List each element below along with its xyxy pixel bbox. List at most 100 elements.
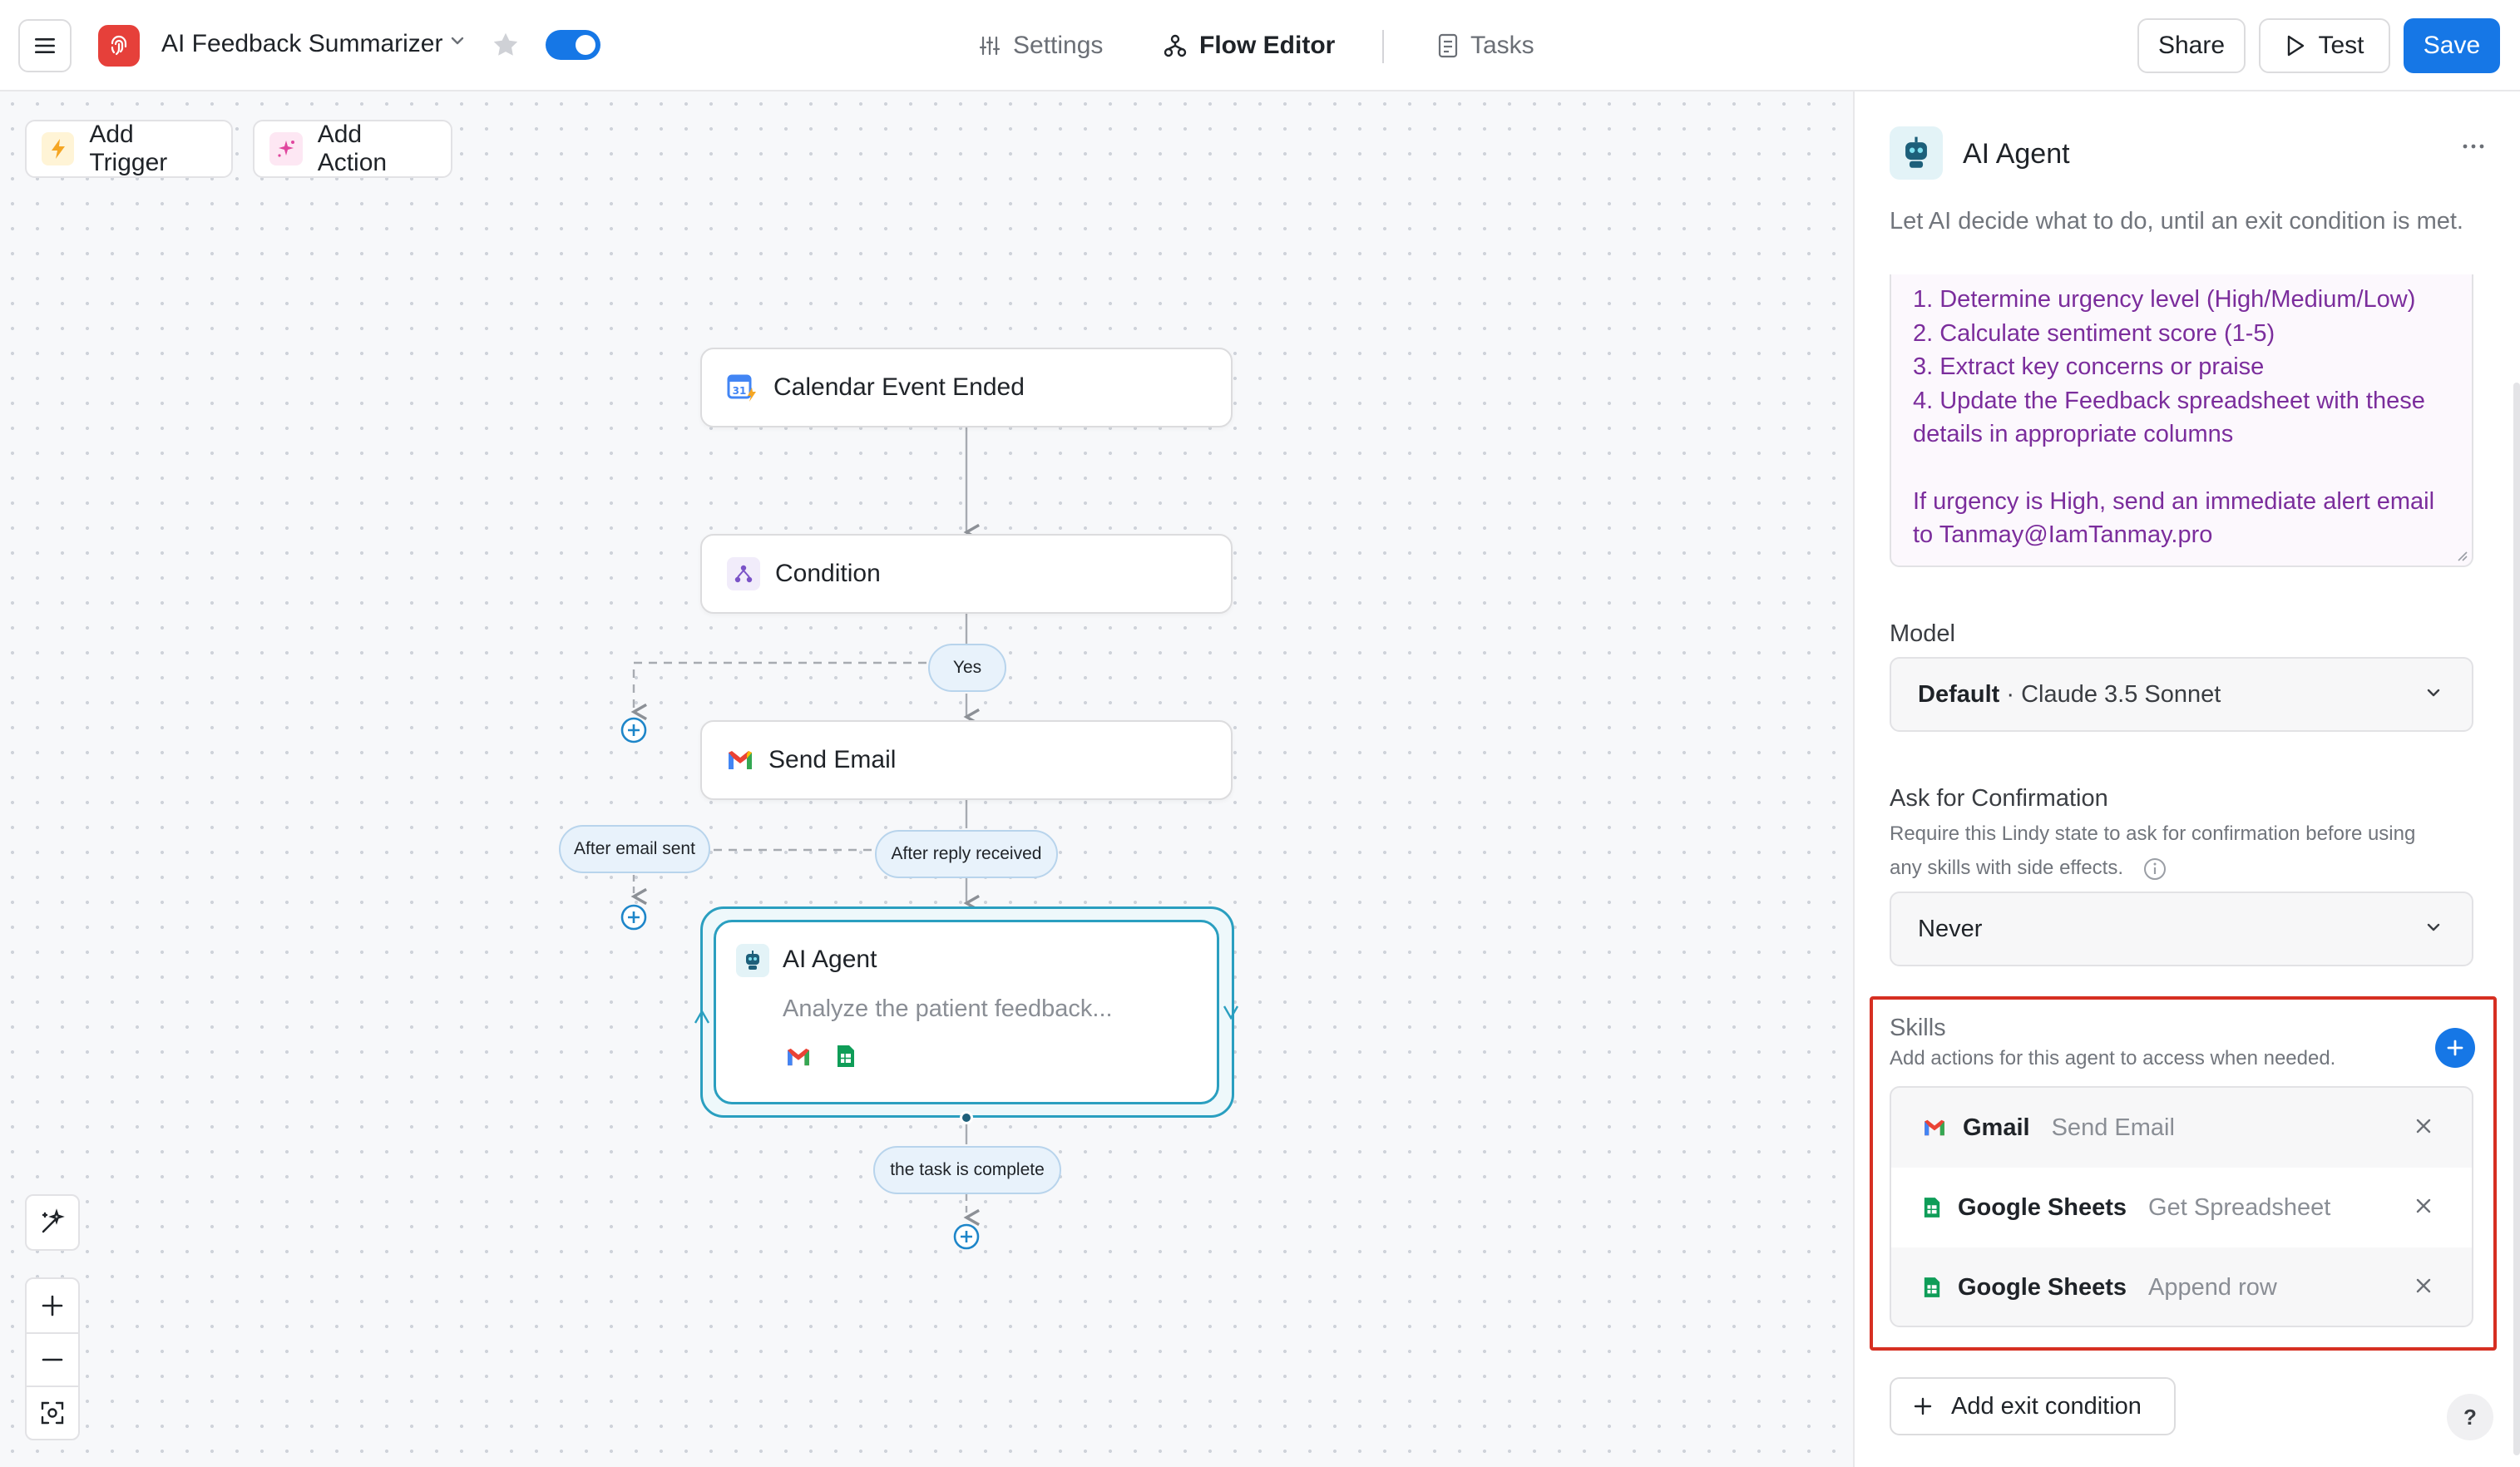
skills-label: Skills bbox=[1890, 1015, 1946, 1041]
tab-flow-editor-label: Flow Editor bbox=[1199, 32, 1336, 59]
model-value: · Claude 3.5 Sonnet bbox=[1999, 680, 2221, 708]
fingerprint-icon bbox=[111, 35, 127, 56]
tab-tasks-label: Tasks bbox=[1470, 32, 1534, 59]
node-agent-title: AI Agent bbox=[783, 946, 877, 973]
edge-label-after-email-sent[interactable]: After email sent bbox=[559, 825, 710, 873]
test-button[interactable]: Test bbox=[2259, 18, 2390, 73]
test-button-label: Test bbox=[2318, 32, 2364, 59]
resize-handle-icon[interactable] bbox=[2455, 549, 2468, 562]
close-icon[interactable] bbox=[2414, 1196, 2434, 1216]
skills-list: Gmail Send Email Google Sheets Get Sprea… bbox=[1890, 1086, 2473, 1327]
prompt-line: 2. Calculate sentiment score (1-5) bbox=[1913, 319, 2275, 347]
edge-label-yes[interactable]: Yes bbox=[928, 644, 1006, 692]
app-title[interactable]: AI Feedback Summarizer bbox=[161, 30, 443, 57]
prompt-line: If urgency is High, send an immediate al… bbox=[1913, 487, 2435, 515]
skill-item[interactable]: Gmail Send Email bbox=[1891, 1088, 2472, 1168]
skill-app-name: Gmail bbox=[1963, 1114, 2030, 1141]
model-value-strong: Default bbox=[1918, 680, 2000, 708]
plus-icon bbox=[1914, 1397, 1932, 1415]
chevron-down-icon bbox=[2427, 689, 2440, 697]
skill-item[interactable]: Google Sheets Get Spreadsheet bbox=[1891, 1168, 2472, 1247]
google-sheets-icon bbox=[1924, 1198, 1940, 1218]
edge-label-after-reply-received[interactable]: After reply received bbox=[875, 830, 1058, 878]
node-calendar-event-ended[interactable]: 31 Calendar Event Ended bbox=[700, 348, 1233, 427]
confirmation-help-line: Require this Lindy state to ask for conf… bbox=[1890, 822, 2416, 845]
close-icon[interactable] bbox=[2414, 1116, 2434, 1136]
edge-label-task-complete[interactable]: the task is complete bbox=[873, 1146, 1061, 1194]
add-action-button[interactable]: Add Action bbox=[253, 120, 452, 178]
node-agent-subtitle: Analyze the patient feedback... bbox=[783, 995, 1113, 1022]
skill-app-name: Google Sheets bbox=[1958, 1193, 2127, 1221]
auto-layout-button[interactable] bbox=[25, 1194, 80, 1251]
tab-flow-editor[interactable]: Flow Editor bbox=[1163, 25, 1335, 67]
flow-canvas[interactable]: Add Trigger Add Action bbox=[0, 91, 1855, 1467]
model-select[interactable]: Default · Claude 3.5 Sonnet bbox=[1890, 657, 2473, 732]
fit-view-button[interactable] bbox=[27, 1386, 78, 1439]
add-step-icon[interactable] bbox=[620, 717, 647, 743]
connection-handle[interactable] bbox=[960, 1111, 973, 1124]
robot-icon bbox=[1890, 126, 1943, 180]
branch-icon bbox=[727, 557, 760, 590]
share-button-label: Share bbox=[2157, 32, 2226, 59]
chevron-down-icon[interactable] bbox=[449, 35, 466, 47]
add-step-icon[interactable] bbox=[953, 1223, 980, 1250]
confirmation-help-line: any skills with side effects. bbox=[1890, 851, 2415, 885]
tab-settings-label: Settings bbox=[1013, 32, 1104, 59]
node-send-email[interactable]: Send Email bbox=[700, 720, 1233, 800]
gmail-icon bbox=[729, 751, 752, 769]
svg-text:31: 31 bbox=[733, 385, 747, 397]
magic-wand-icon bbox=[42, 1208, 65, 1233]
agent-settings-panel: AI Agent Let AI decide what to do, until… bbox=[1856, 91, 2520, 1467]
lightning-icon bbox=[42, 132, 75, 165]
node-trigger-label: Calendar Event Ended bbox=[773, 373, 1025, 401]
save-button-label: Save bbox=[2423, 32, 2481, 59]
skill-item[interactable]: Google Sheets Append row bbox=[1891, 1247, 2472, 1326]
help-button[interactable]: ? bbox=[2447, 1394, 2493, 1440]
more-options-icon[interactable] bbox=[2462, 143, 2485, 150]
top-bar: AI Feedback Summarizer Settings Flow Edi… bbox=[0, 0, 2520, 91]
confirmation-value: Never bbox=[1918, 915, 1983, 942]
plus-icon bbox=[42, 1295, 63, 1316]
skills-highlight-box bbox=[1870, 996, 2497, 1351]
tab-tasks[interactable]: Tasks bbox=[1437, 25, 1534, 67]
info-icon[interactable] bbox=[2142, 857, 2167, 882]
prompt-line: details in appropriate columns bbox=[1913, 421, 2234, 447]
chevron-down-icon bbox=[2427, 923, 2440, 931]
loop-arrows bbox=[694, 1005, 1239, 1024]
node-ai-agent[interactable]: AI Agent Analyze the patient feedback... bbox=[714, 920, 1219, 1104]
prompt-textarea[interactable]: 1. Determine urgency level (High/Medium/… bbox=[1890, 274, 2473, 567]
menu-button[interactable] bbox=[18, 19, 72, 72]
save-button[interactable]: Save bbox=[2404, 18, 2500, 73]
plus-icon bbox=[2447, 1040, 2463, 1056]
google-sheets-icon bbox=[1924, 1277, 1940, 1297]
share-button[interactable]: Share bbox=[2137, 18, 2246, 73]
minus-icon bbox=[42, 1358, 63, 1361]
sparkle-icon bbox=[269, 132, 303, 165]
hamburger-icon bbox=[35, 38, 55, 53]
add-step-icon[interactable] bbox=[620, 904, 647, 931]
panel-description: Let AI decide what to do, until an exit … bbox=[1890, 208, 2463, 235]
add-skill-button[interactable] bbox=[2435, 1028, 2475, 1068]
confirmation-help: Require this Lindy state to ask for conf… bbox=[1890, 817, 2415, 885]
panel-scrollbar[interactable] bbox=[2513, 383, 2520, 1455]
node-condition[interactable]: Condition bbox=[700, 534, 1233, 614]
star-icon[interactable] bbox=[491, 30, 521, 60]
prompt-line: 4. Update the Feedback spreadsheet with … bbox=[1913, 387, 2425, 414]
node-send-email-label: Send Email bbox=[768, 746, 897, 773]
skill-action-name: Append row bbox=[2148, 1273, 2277, 1301]
add-exit-condition-button[interactable]: Add exit condition bbox=[1890, 1377, 2176, 1435]
active-toggle[interactable] bbox=[546, 30, 600, 60]
confirmation-label: Ask for Confirmation bbox=[1890, 785, 2108, 812]
add-action-label: Add Action bbox=[317, 121, 388, 176]
prompt-line: 1. Determine urgency level (High/Medium/… bbox=[1913, 286, 2416, 313]
zoom-out-button[interactable] bbox=[27, 1332, 78, 1386]
add-trigger-button[interactable]: Add Trigger bbox=[25, 120, 233, 178]
sliders-icon bbox=[979, 36, 1001, 56]
node-condition-label: Condition bbox=[775, 560, 881, 587]
nav-divider bbox=[1382, 30, 1384, 63]
skill-app-name: Google Sheets bbox=[1958, 1273, 2127, 1301]
zoom-in-button[interactable] bbox=[27, 1279, 78, 1332]
close-icon[interactable] bbox=[2414, 1276, 2434, 1296]
confirmation-select[interactable]: Never bbox=[1890, 892, 2473, 966]
tab-settings[interactable]: Settings bbox=[978, 25, 1103, 67]
